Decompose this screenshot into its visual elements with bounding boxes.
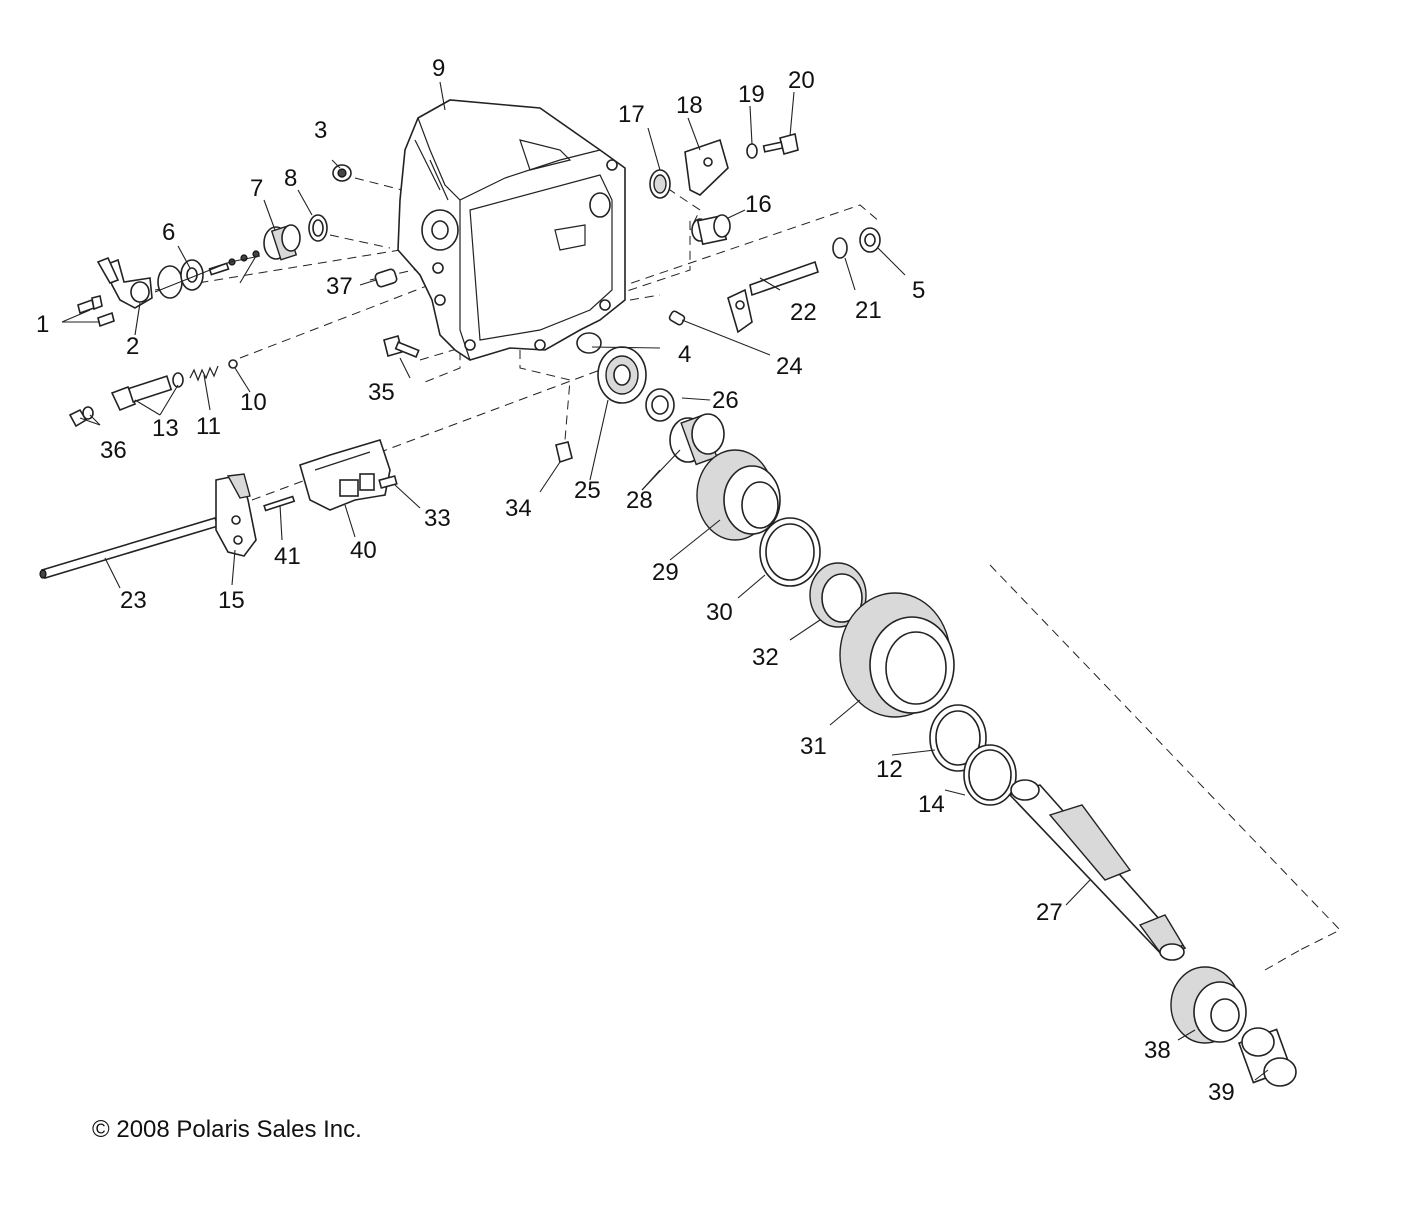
callout-11: 11 [196, 413, 221, 440]
callout-22: 22 [790, 299, 817, 326]
callout-27: 27 [1036, 899, 1063, 926]
callout-16: 16 [745, 191, 772, 218]
callout-38: 38 [1144, 1037, 1171, 1064]
callout-labels: 1 2 3 4 5 6 7 8 9 10 11 12 13 14 15 16 1… [36, 55, 1235, 1106]
callout-5: 5 [912, 277, 925, 304]
callout-18: 18 [676, 92, 703, 119]
callout-15: 15 [218, 587, 245, 614]
callout-3: 3 [314, 117, 327, 144]
callout-2: 2 [126, 333, 139, 360]
callout-25: 25 [574, 477, 601, 504]
callout-40: 40 [350, 537, 377, 564]
callout-37: 37 [326, 273, 353, 300]
callout-36: 36 [100, 437, 127, 464]
callout-33: 33 [424, 505, 451, 532]
callout-41: 41 [274, 543, 301, 570]
callout-23: 23 [120, 587, 147, 614]
reverse-idler-parts [649, 133, 881, 334]
transmission-case [397, 99, 626, 361]
callout-7: 7 [250, 175, 263, 202]
callout-21: 21 [855, 297, 882, 324]
callout-leader-lines [61, 81, 1269, 1081]
callout-10: 10 [240, 389, 267, 416]
callout-17: 17 [618, 101, 645, 128]
callout-19: 19 [738, 81, 765, 108]
copyright-notice: © 2008 Polaris Sales Inc. [92, 1116, 362, 1143]
callout-30: 30 [706, 599, 733, 626]
callout-29: 29 [652, 559, 679, 586]
callout-26: 26 [712, 387, 739, 414]
callout-1: 1 [36, 311, 49, 338]
callout-12: 12 [876, 756, 903, 783]
callout-24: 24 [776, 353, 803, 380]
callout-20: 20 [788, 67, 815, 94]
callout-39: 39 [1208, 1079, 1235, 1106]
callout-32: 32 [752, 644, 779, 671]
callout-14: 14 [918, 791, 945, 818]
callout-13: 13 [152, 415, 179, 442]
callout-9: 9 [432, 55, 445, 82]
callout-28: 28 [626, 487, 653, 514]
callout-35: 35 [368, 379, 395, 406]
output-shaft-stack [555, 332, 1297, 1087]
callout-8: 8 [284, 165, 297, 192]
shift-linkage-parts [39, 164, 420, 579]
callout-4: 4 [678, 341, 691, 368]
callout-6: 6 [162, 219, 175, 246]
callout-31: 31 [800, 733, 827, 760]
callout-34: 34 [505, 495, 532, 522]
